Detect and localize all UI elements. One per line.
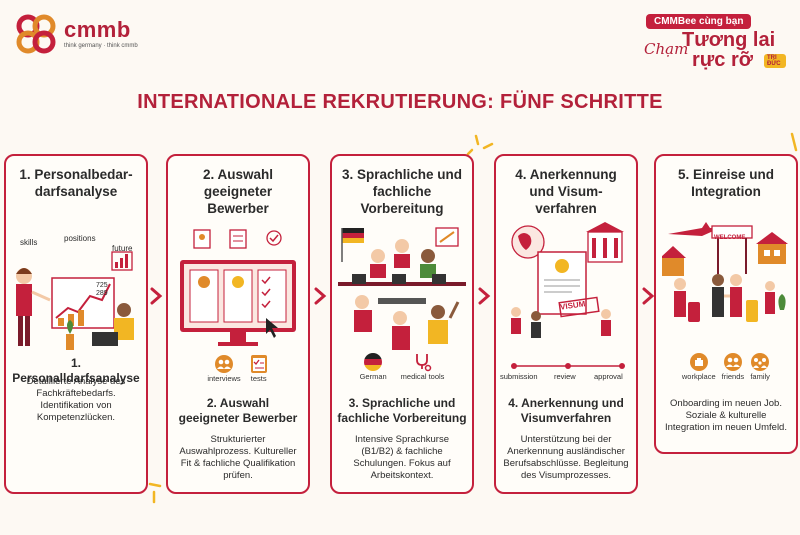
page-title: INTERNATIONALE REKRUTIERUNG: FÜNF SCHRIT… [137, 91, 663, 113]
medical-tools-item: medical tools [400, 352, 445, 381]
step-card-4: 4. Anerkennung und Visum- verfahren VISU… [494, 154, 638, 494]
slogan-script: Chạm [644, 40, 689, 58]
step-card-5: 5. Einreise und Integration WELCOME work… [654, 154, 798, 454]
step-2-heading: 2. Auswahl geeigneter Bewerber [202, 167, 274, 216]
step-1-subheading: 1. Personalldarfsanalyse [12, 356, 140, 385]
step-1-description: Detaillierte Analyse des Fachkräftebedar… [26, 376, 126, 423]
step-3-subheading: 3. Sprachliche und fachliche Vorbereitun… [337, 396, 467, 425]
step-3-description: Intensive Sprachkurse (B1/B2) & fachlich… [353, 434, 451, 481]
slogan-badge: TRI ĐỨC [764, 54, 786, 68]
step-2-icons: interviews tests [172, 354, 304, 383]
step-3-heading: 3. Sprachliche und fachliche Vorbereitun… [341, 167, 463, 216]
icon-label: family [750, 372, 770, 381]
step-5-icons: workplace friends family [660, 352, 792, 381]
timeline-label: approval [594, 372, 623, 381]
skills-label: skills [20, 238, 38, 247]
people-icon [215, 355, 233, 373]
step-4-heading: 4. Anerkennung und Visum- verfahren [515, 167, 617, 216]
step-card-3: 3. Sprachliche und fachliche Vorbereitun… [330, 154, 474, 494]
tests-item: tests [249, 354, 269, 383]
step-5-description: Onboarding im neuen Job. Soziale & kultu… [665, 398, 787, 433]
slogan-line2: rực rỡ [692, 49, 753, 71]
timeline-label: submission [500, 372, 538, 381]
future-label: future [112, 244, 133, 253]
spark-icon [466, 134, 494, 156]
slogan-line1: Tương lai [682, 29, 776, 51]
step-2-subheading: 2. Auswahl geeigneter Bewerber [178, 396, 298, 425]
icon-label: German [359, 372, 387, 381]
cmmb-logo-icon [16, 14, 56, 54]
step-4-description: Unterstützung bei der Anerkennung auslän… [503, 434, 629, 481]
positions-label: positions [64, 234, 96, 243]
slogan-pill: CMMBee cùng bạn [646, 14, 752, 29]
visa-illustration [511, 222, 624, 338]
spark-icon [790, 132, 798, 152]
german-flag-icon [364, 353, 383, 371]
process-timeline [511, 363, 625, 369]
step-5-heading: 5. Einreise und Integration [677, 167, 775, 199]
number-label: 725 [96, 282, 108, 289]
friends-icon [723, 353, 742, 371]
chevron-right-icon [314, 287, 327, 305]
step-1-heading: 1. Personalbedar- darfsanalyse [19, 167, 133, 199]
icon-label: friends [721, 372, 745, 381]
icon-label: workplace [681, 372, 716, 381]
analysis-illustration [16, 251, 134, 350]
logo-brand: cmmb [64, 17, 131, 42]
slogan: CMMBee cùng bạn Chạm Tương lai rực rỡ TR… [636, 14, 786, 84]
friends-item: friends [721, 352, 745, 381]
workplace-item: workplace [682, 352, 716, 381]
checklist-icon [250, 355, 267, 373]
step-2-description: Strukturierter Auswahlprozess. Kulturell… [179, 434, 297, 481]
welcome-sign: WELCOME [714, 235, 746, 241]
step-4-subheading: 4. Anerkennung und Visumverfahren [508, 396, 624, 425]
chevron-right-icon [642, 287, 655, 305]
family-item: family [750, 352, 770, 381]
icon-label: tests [250, 374, 267, 383]
selection-illustration [180, 229, 296, 346]
german-item: German [360, 352, 387, 381]
arrival-illustration [662, 222, 788, 322]
step-card-1: 1. Personalbedar- darfsanalyse skills po… [4, 154, 148, 494]
family-icon [751, 353, 770, 371]
timeline-label: review [554, 372, 576, 381]
stethoscope-icon [415, 354, 431, 372]
training-illustration [338, 227, 466, 350]
icon-label: interviews [207, 374, 241, 383]
number-label: 289 [96, 290, 108, 297]
workplace-icon [689, 353, 708, 371]
interviews-item: interviews [207, 354, 241, 383]
logo-tagline: think germany · think cmmb [64, 43, 138, 49]
chevron-right-icon [150, 287, 163, 305]
icon-label: medical tools [400, 372, 445, 381]
cmmb-logo[interactable]: cmmb think germany · think cmmb [14, 12, 138, 56]
step-card-2: 2. Auswahl geeigneter Bewerber interview… [166, 154, 310, 494]
step-3-icons: German medical tools [336, 352, 468, 381]
chevron-right-icon [478, 287, 491, 305]
spark-icon [148, 482, 162, 504]
